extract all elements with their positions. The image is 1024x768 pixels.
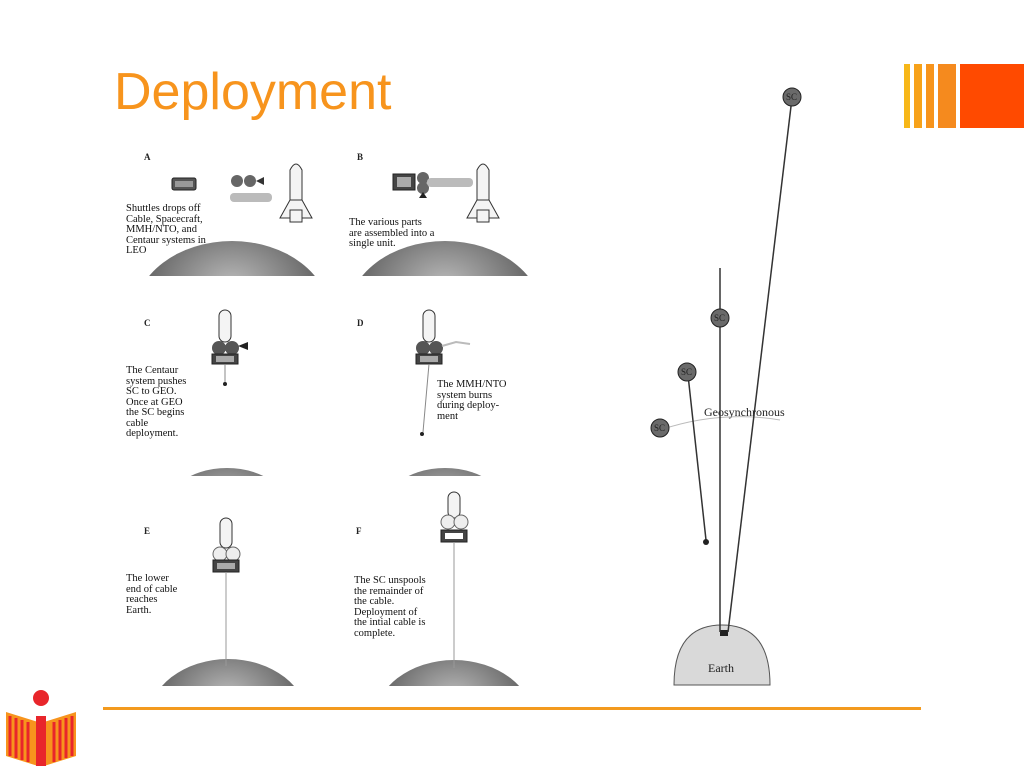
panel-d: D The MMH/NTO system burns during deploy… [345, 308, 545, 476]
panel-b-caption: The various parts are assembled into a s… [349, 217, 435, 249]
panel-b: B The various parts are assembled into a… [345, 148, 545, 276]
panel-a-label: A [144, 152, 151, 162]
panel-f-label: F [356, 526, 362, 536]
panel-f: F The SC unspools the remainder of the c… [350, 490, 550, 686]
spacecraft-icon: SC [650, 418, 670, 438]
panel-d-caption: The MMH/NTO system burns during deploy- … [437, 379, 507, 422]
deco-bar-1 [904, 64, 910, 128]
svg-text:SC: SC [681, 367, 692, 377]
panel-a-caption: Shuttles drops off Cable, Spacecraft, MM… [126, 203, 206, 256]
panel-f-illustration [388, 491, 520, 686]
geosynchronous-label: Geosynchronous [704, 405, 785, 419]
panel-f-caption: The SC unspools the remainder of the cab… [354, 575, 426, 639]
panel-e-label: E [144, 526, 151, 536]
panel-b-illustration [362, 163, 528, 276]
panel-d-illustration [408, 309, 482, 476]
footer-divider [103, 707, 921, 710]
deco-block [960, 64, 1024, 128]
panel-e: E The lower end of cable reaches Earth. [122, 516, 322, 686]
panel-d-label: D [357, 318, 364, 328]
panel-c-caption: The Centaur system pushes SC to GEO. Onc… [126, 365, 187, 439]
earth-globe [408, 468, 482, 476]
cable-short [687, 374, 707, 541]
deco-bar-2 [914, 64, 922, 128]
cable-long [727, 97, 793, 633]
corner-decoration [900, 64, 1024, 130]
earth-globe [362, 241, 528, 276]
panel-c-illustration [190, 309, 264, 476]
earth-label: Earth [708, 661, 734, 675]
panel-c: C The Centaur system pushes SC to GEO. O… [122, 308, 322, 476]
spacecraft-icon: SC [782, 87, 802, 107]
spacecraft-icon: SC [677, 362, 697, 382]
panel-c-label: C [144, 318, 151, 328]
elevator-diagram: Geosynchronous Earth SC SC SC SC [650, 87, 802, 686]
earth-globe [161, 659, 295, 686]
spacecraft-icon: SC [710, 308, 730, 328]
panel-e-caption: The lower end of cable reaches Earth. [126, 573, 178, 616]
earth-dome [673, 624, 771, 686]
deco-bar-4 [938, 64, 956, 128]
svg-text:SC: SC [714, 313, 725, 323]
earth-globe [190, 468, 264, 476]
svg-text:SC: SC [654, 423, 665, 433]
shuttle-icon [279, 163, 313, 223]
svg-text:SC: SC [786, 92, 797, 102]
earth-globe [149, 241, 315, 276]
panel-e-illustration [161, 517, 295, 686]
panel-a: A Shuttles drops off Cable, Spacecraft, … [122, 148, 322, 276]
panel-b-label: B [357, 152, 364, 162]
earth-globe [388, 660, 520, 686]
panel-a-illustration [149, 163, 315, 276]
slide-title: Deployment [114, 63, 392, 121]
logo-icon [6, 690, 76, 766]
deco-bar-3 [926, 64, 934, 128]
shuttle-icon [466, 163, 500, 223]
